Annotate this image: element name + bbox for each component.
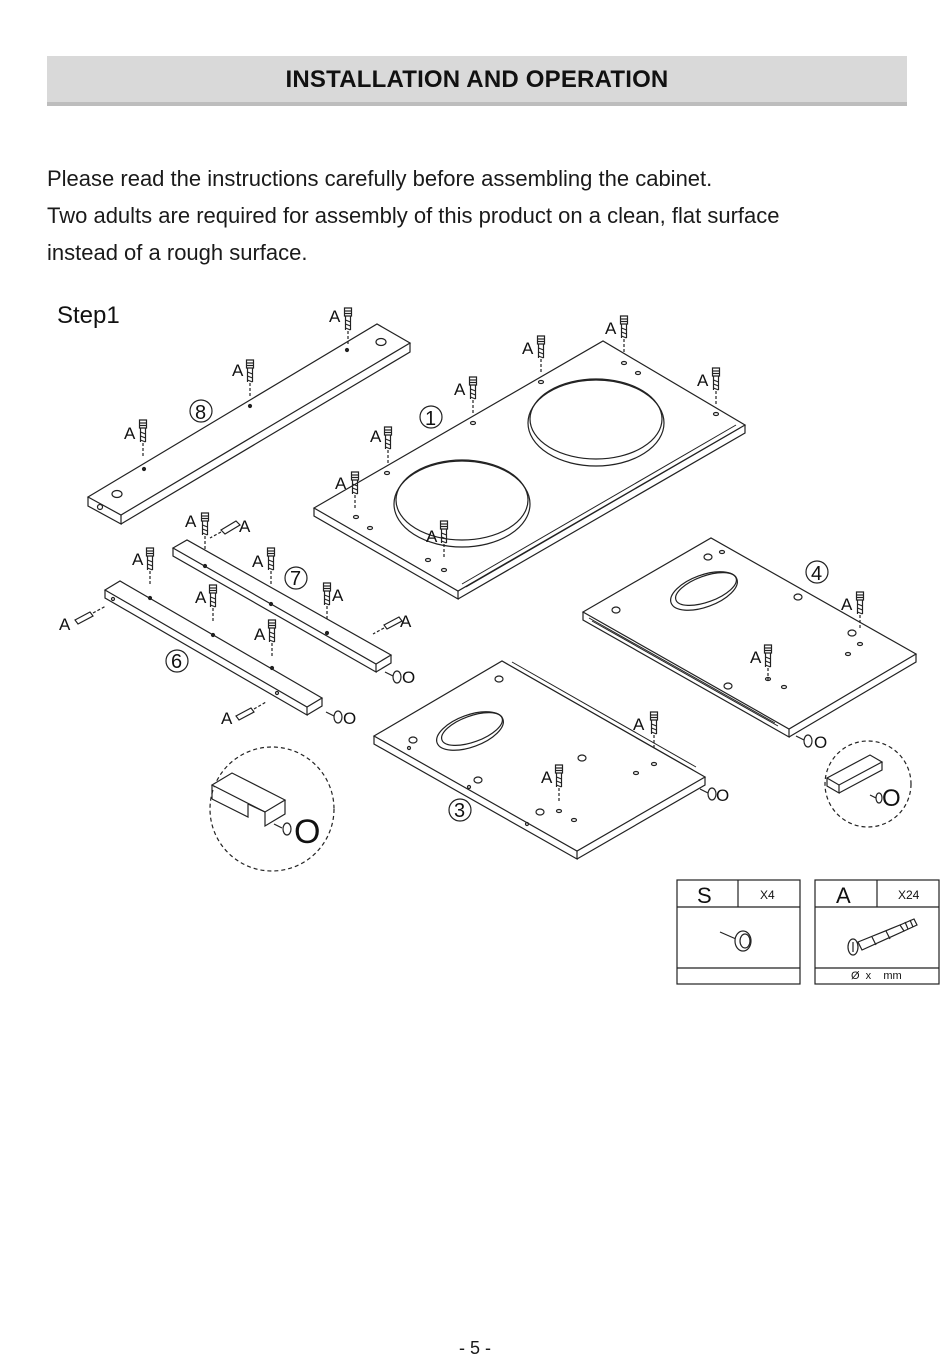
intro-text: Please read the instructions carefully b… <box>47 160 927 271</box>
step-label: Step1 <box>57 302 120 329</box>
part-number-4: 4 <box>811 563 822 585</box>
part-number-1-ring <box>419 405 443 429</box>
assembly-diagram: Step1 8 1 <box>0 290 950 1010</box>
svg-text:A: A <box>454 380 466 399</box>
assembly-diagram-svg: Step1 8 1 <box>57 302 940 985</box>
svg-text:A: A <box>132 550 144 569</box>
hardware-a-spec: Ø x mm <box>851 970 902 982</box>
svg-text:A: A <box>252 552 264 571</box>
svg-text:A: A <box>522 339 534 358</box>
svg-text:O: O <box>343 709 356 728</box>
part-number-6-ring <box>165 649 189 673</box>
svg-text:A: A <box>750 648 762 667</box>
svg-text:A: A <box>426 527 438 546</box>
svg-text:A: A <box>254 625 266 644</box>
svg-text:A: A <box>400 612 412 631</box>
intro-line-3: instead of a rough surface. <box>47 240 308 265</box>
detail-circle-right: O <box>824 740 912 828</box>
svg-text:A: A <box>335 474 347 493</box>
hardware-box-a: A X24 Ø x mm <box>814 879 940 985</box>
svg-text:A: A <box>605 319 617 338</box>
part-4-panel <box>581 537 918 739</box>
svg-text:O: O <box>716 786 729 805</box>
page-title: INSTALLATION AND OPERATION <box>285 66 669 93</box>
part-1-top-panel <box>312 340 747 601</box>
detail-circle-left: O <box>209 746 335 872</box>
part-number-1: 1 <box>425 408 436 430</box>
o-connectors: O O O O <box>325 668 827 805</box>
part-7-rail <box>171 539 393 674</box>
svg-text:A: A <box>541 768 553 787</box>
svg-text:O: O <box>882 785 901 812</box>
svg-text:A: A <box>332 586 344 605</box>
svg-text:A: A <box>370 427 382 446</box>
svg-text:A: A <box>59 615 71 634</box>
cam-screws-vertical: A A A A A A A A A A A A A A A A A A A A <box>124 307 865 804</box>
part-number-3: 3 <box>454 800 465 822</box>
part-number-3-ring <box>448 798 472 822</box>
part-number-8: 8 <box>195 402 206 424</box>
svg-text:O: O <box>294 813 320 851</box>
part-number-7: 7 <box>290 568 301 590</box>
svg-text:A: A <box>232 361 244 380</box>
svg-text:A: A <box>124 424 136 443</box>
part-number-7-ring <box>284 566 308 590</box>
part-3-panel <box>372 660 707 861</box>
part-number-8-ring <box>189 399 213 423</box>
svg-text:A: A <box>185 512 197 531</box>
hardware-box-s: S X4 <box>676 879 801 985</box>
svg-text:A: A <box>697 371 709 390</box>
hardware-s-letter: S <box>697 883 712 908</box>
page-number: - 5 - <box>458 1338 491 1358</box>
hardware-a-qty: X24 <box>898 888 920 902</box>
svg-text:A: A <box>221 709 233 728</box>
svg-text:A: A <box>841 595 853 614</box>
part-number-6: 6 <box>171 651 182 673</box>
part-6-rail <box>103 580 324 717</box>
hardware-s-qty: X4 <box>760 888 775 902</box>
svg-text:A: A <box>239 517 251 536</box>
hardware-a-letter: A <box>836 883 851 908</box>
svg-text:A: A <box>329 307 341 326</box>
intro-line-1: Please read the instructions carefully b… <box>47 166 713 191</box>
part-number-4-ring <box>805 560 829 584</box>
svg-text:A: A <box>633 715 645 734</box>
intro-line-2: Two adults are required for assembly of … <box>47 203 780 228</box>
svg-text:O: O <box>402 668 415 687</box>
part-8-rail <box>86 323 412 526</box>
svg-text:A: A <box>195 588 207 607</box>
svg-text:O: O <box>814 733 827 752</box>
cam-screws-angled: A A A A <box>59 517 412 728</box>
header-bar: INSTALLATION AND OPERATION <box>47 56 907 106</box>
